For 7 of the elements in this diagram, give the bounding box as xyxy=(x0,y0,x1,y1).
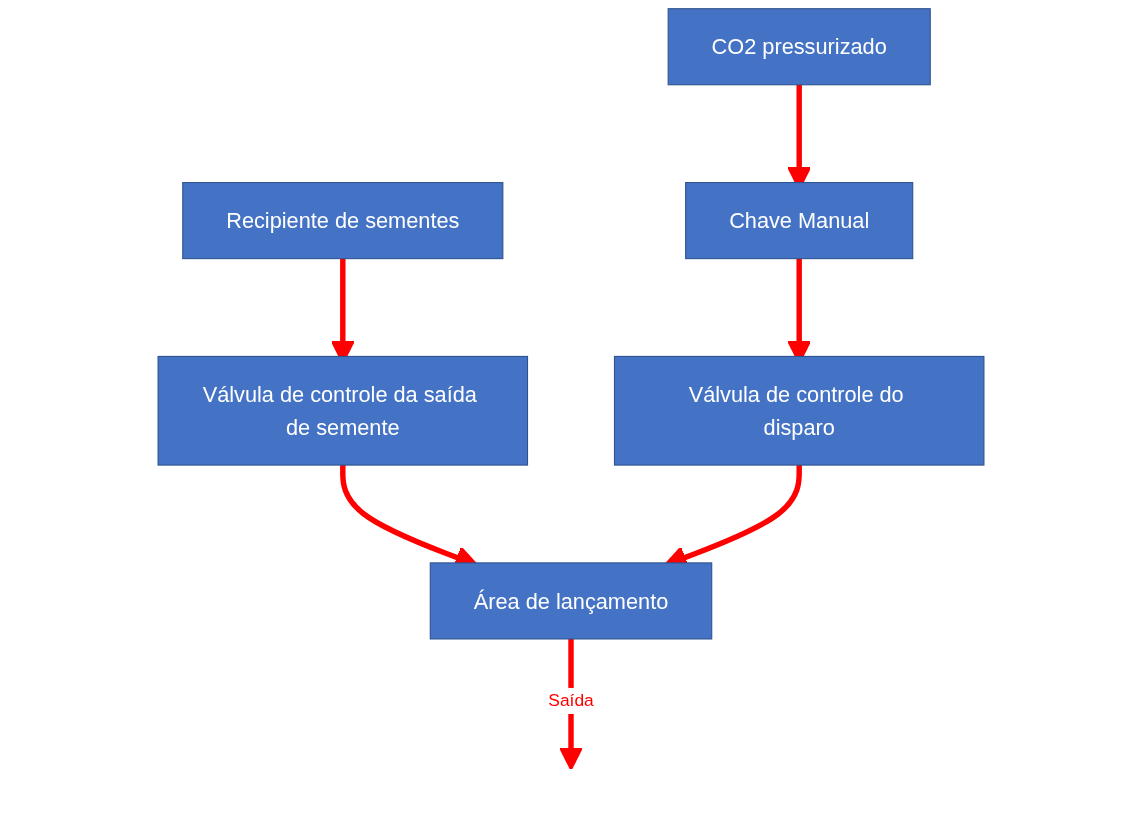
node-box: Área de lançamento xyxy=(429,562,713,640)
node-box: Válvula de controle do disparo xyxy=(613,355,985,466)
node-box: Recipiente de sementes xyxy=(182,182,504,260)
node-box: CO2 pressurizado xyxy=(667,8,931,86)
node-box: Válvula de controle da saída de semente xyxy=(157,355,529,466)
node-box: Chave Manual xyxy=(685,182,914,260)
edge-label: Saída xyxy=(548,691,594,710)
